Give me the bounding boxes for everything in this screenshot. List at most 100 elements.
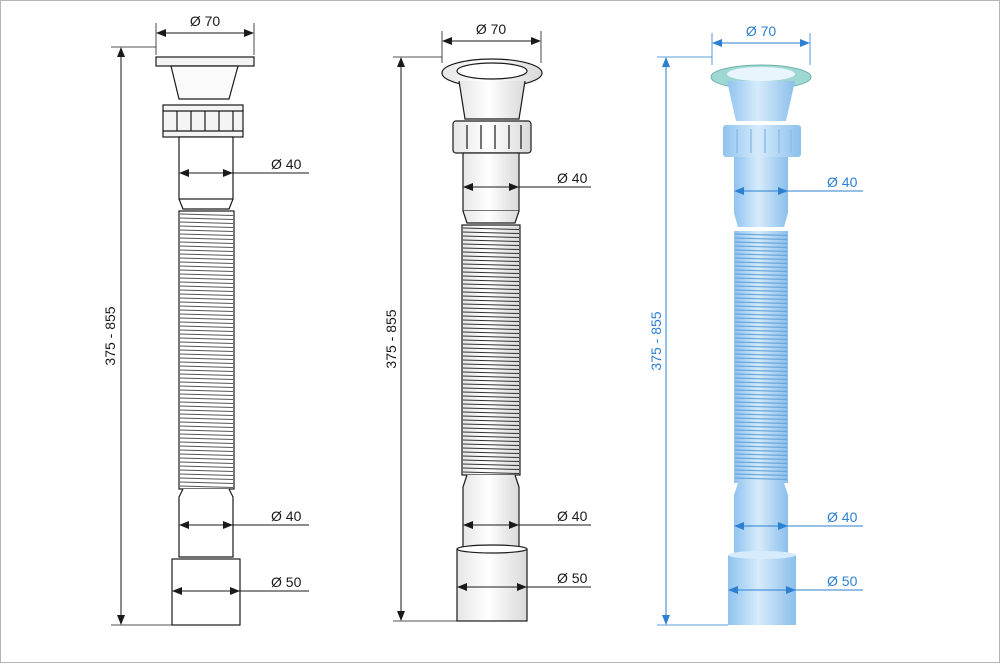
corrugation-rib [179, 341, 234, 344]
corrugation-rib [462, 371, 520, 374]
corrugation-rib [179, 305, 234, 308]
corrugation-rib [462, 359, 520, 362]
view-3-pipe-body [710, 64, 812, 625]
corrugation-rib [179, 421, 234, 424]
corrugation-rib [462, 227, 520, 230]
corrugation-rib [179, 261, 234, 264]
corrugation-rib [179, 401, 234, 404]
corrugation-rib [179, 225, 234, 228]
corrugation-rib [734, 297, 788, 301]
corrugation-rib [462, 379, 520, 382]
corrugation-rib [462, 307, 520, 310]
corrugation-rib [734, 377, 788, 381]
corrugation-rib [734, 405, 788, 409]
corrugation-rib [734, 345, 788, 349]
view-3-length-label: 375 - 855 [648, 311, 664, 370]
corrugation-rib [179, 289, 234, 292]
corrugation-rib [734, 425, 788, 429]
corrugation-rib [179, 397, 234, 400]
corrugation-rib [734, 365, 788, 369]
corrugation-rib [734, 253, 788, 257]
corrugation-rib [462, 343, 520, 346]
view-2-dia-outlet-label: Ø 50 [557, 570, 588, 586]
corrugation-rib [179, 477, 234, 480]
corrugation-rib [734, 261, 788, 265]
corrugation-rib [462, 275, 520, 278]
view-2-dia-upper-label: Ø 40 [557, 170, 588, 186]
corrugation-rib [734, 393, 788, 397]
corrugation-rib [734, 361, 788, 365]
corrugation-rib [179, 241, 234, 244]
corrugation-rib [179, 417, 234, 420]
corrugation-rib [734, 245, 788, 249]
corrugation-rib [462, 231, 520, 234]
corrugation-rib [734, 433, 788, 437]
view-3-dia-top-label: Ø 70 [746, 23, 777, 39]
corrugation-rib [462, 395, 520, 398]
corrugation-rib [734, 421, 788, 425]
corrugation-rib [462, 367, 520, 370]
view-1-dia-lower-label: Ø 40 [271, 508, 302, 524]
corrugation-rib [179, 405, 234, 408]
corrugation-rib [734, 417, 788, 421]
corrugation-rib [462, 355, 520, 358]
corrugation-rib [179, 457, 234, 460]
corrugation-rib [179, 277, 234, 280]
view-3-labels: Ø 70 Ø 40 Ø 40 Ø 50 375 - 855 [648, 23, 858, 589]
view-1-length-label: 375 - 855 [102, 306, 118, 365]
corrugation-rib [734, 341, 788, 345]
corrugation-rib [734, 373, 788, 377]
corrugation-rib [734, 453, 788, 457]
corrugation-rib [462, 259, 520, 262]
view-3-length-dim [657, 56, 728, 626]
view-1-length-dim [111, 46, 172, 626]
corrugation-rib [462, 471, 520, 474]
corrugation-rib [462, 243, 520, 246]
corrugation-rib [462, 339, 520, 342]
corrugation-rib [179, 293, 234, 296]
corrugation-rib [734, 241, 788, 245]
corrugation-rib [462, 419, 520, 422]
corrugation-rib [462, 235, 520, 238]
corrugation-rib [734, 449, 788, 453]
corrugation-rib [462, 399, 520, 402]
corrugation-rib [462, 431, 520, 434]
corrugation-rib [179, 221, 234, 224]
corrugation-rib [734, 349, 788, 353]
view-3-dia-lower-label: Ø 40 [827, 509, 858, 525]
corrugation-rib [462, 247, 520, 250]
corrugation-rib [734, 353, 788, 357]
corrugation-rib [734, 437, 788, 441]
corrugation-rib [462, 283, 520, 286]
corrugation-rib [462, 271, 520, 274]
corrugation-rib [734, 329, 788, 333]
corrugation-rib [734, 309, 788, 313]
corrugation-rib [734, 429, 788, 433]
corrugation-rib [734, 469, 788, 473]
view-2-pipe-body [441, 58, 543, 622]
corrugation-rib [462, 467, 520, 470]
corrugation-rib [462, 451, 520, 454]
corrugation-rib [734, 285, 788, 289]
corrugation-rib [462, 255, 520, 258]
corrugation-rib [734, 293, 788, 297]
corrugation-rib [179, 273, 234, 276]
corrugation-rib [462, 435, 520, 438]
corrugation-rib [179, 389, 234, 392]
view-1-labels: Ø 70 Ø 40 Ø 40 Ø 50 375 - 855 [102, 13, 302, 590]
corrugation-rib [462, 327, 520, 330]
corrugation-rib [734, 273, 788, 277]
corrugation-rib [734, 325, 788, 329]
view-1-dia-top-dim [155, 23, 255, 55]
corrugation-rib [734, 313, 788, 317]
corrugation-rib [179, 285, 234, 288]
view-3-dia-upper-label: Ø 40 [827, 174, 858, 190]
corrugation-rib [179, 249, 234, 252]
corrugation-rib [179, 473, 234, 476]
corrugation-rib [462, 427, 520, 430]
corrugation-rib [179, 413, 234, 416]
corrugation-rib [734, 357, 788, 361]
corrugation-rib [734, 401, 788, 405]
corrugation-rib [734, 289, 788, 293]
corrugation-rib [734, 397, 788, 401]
